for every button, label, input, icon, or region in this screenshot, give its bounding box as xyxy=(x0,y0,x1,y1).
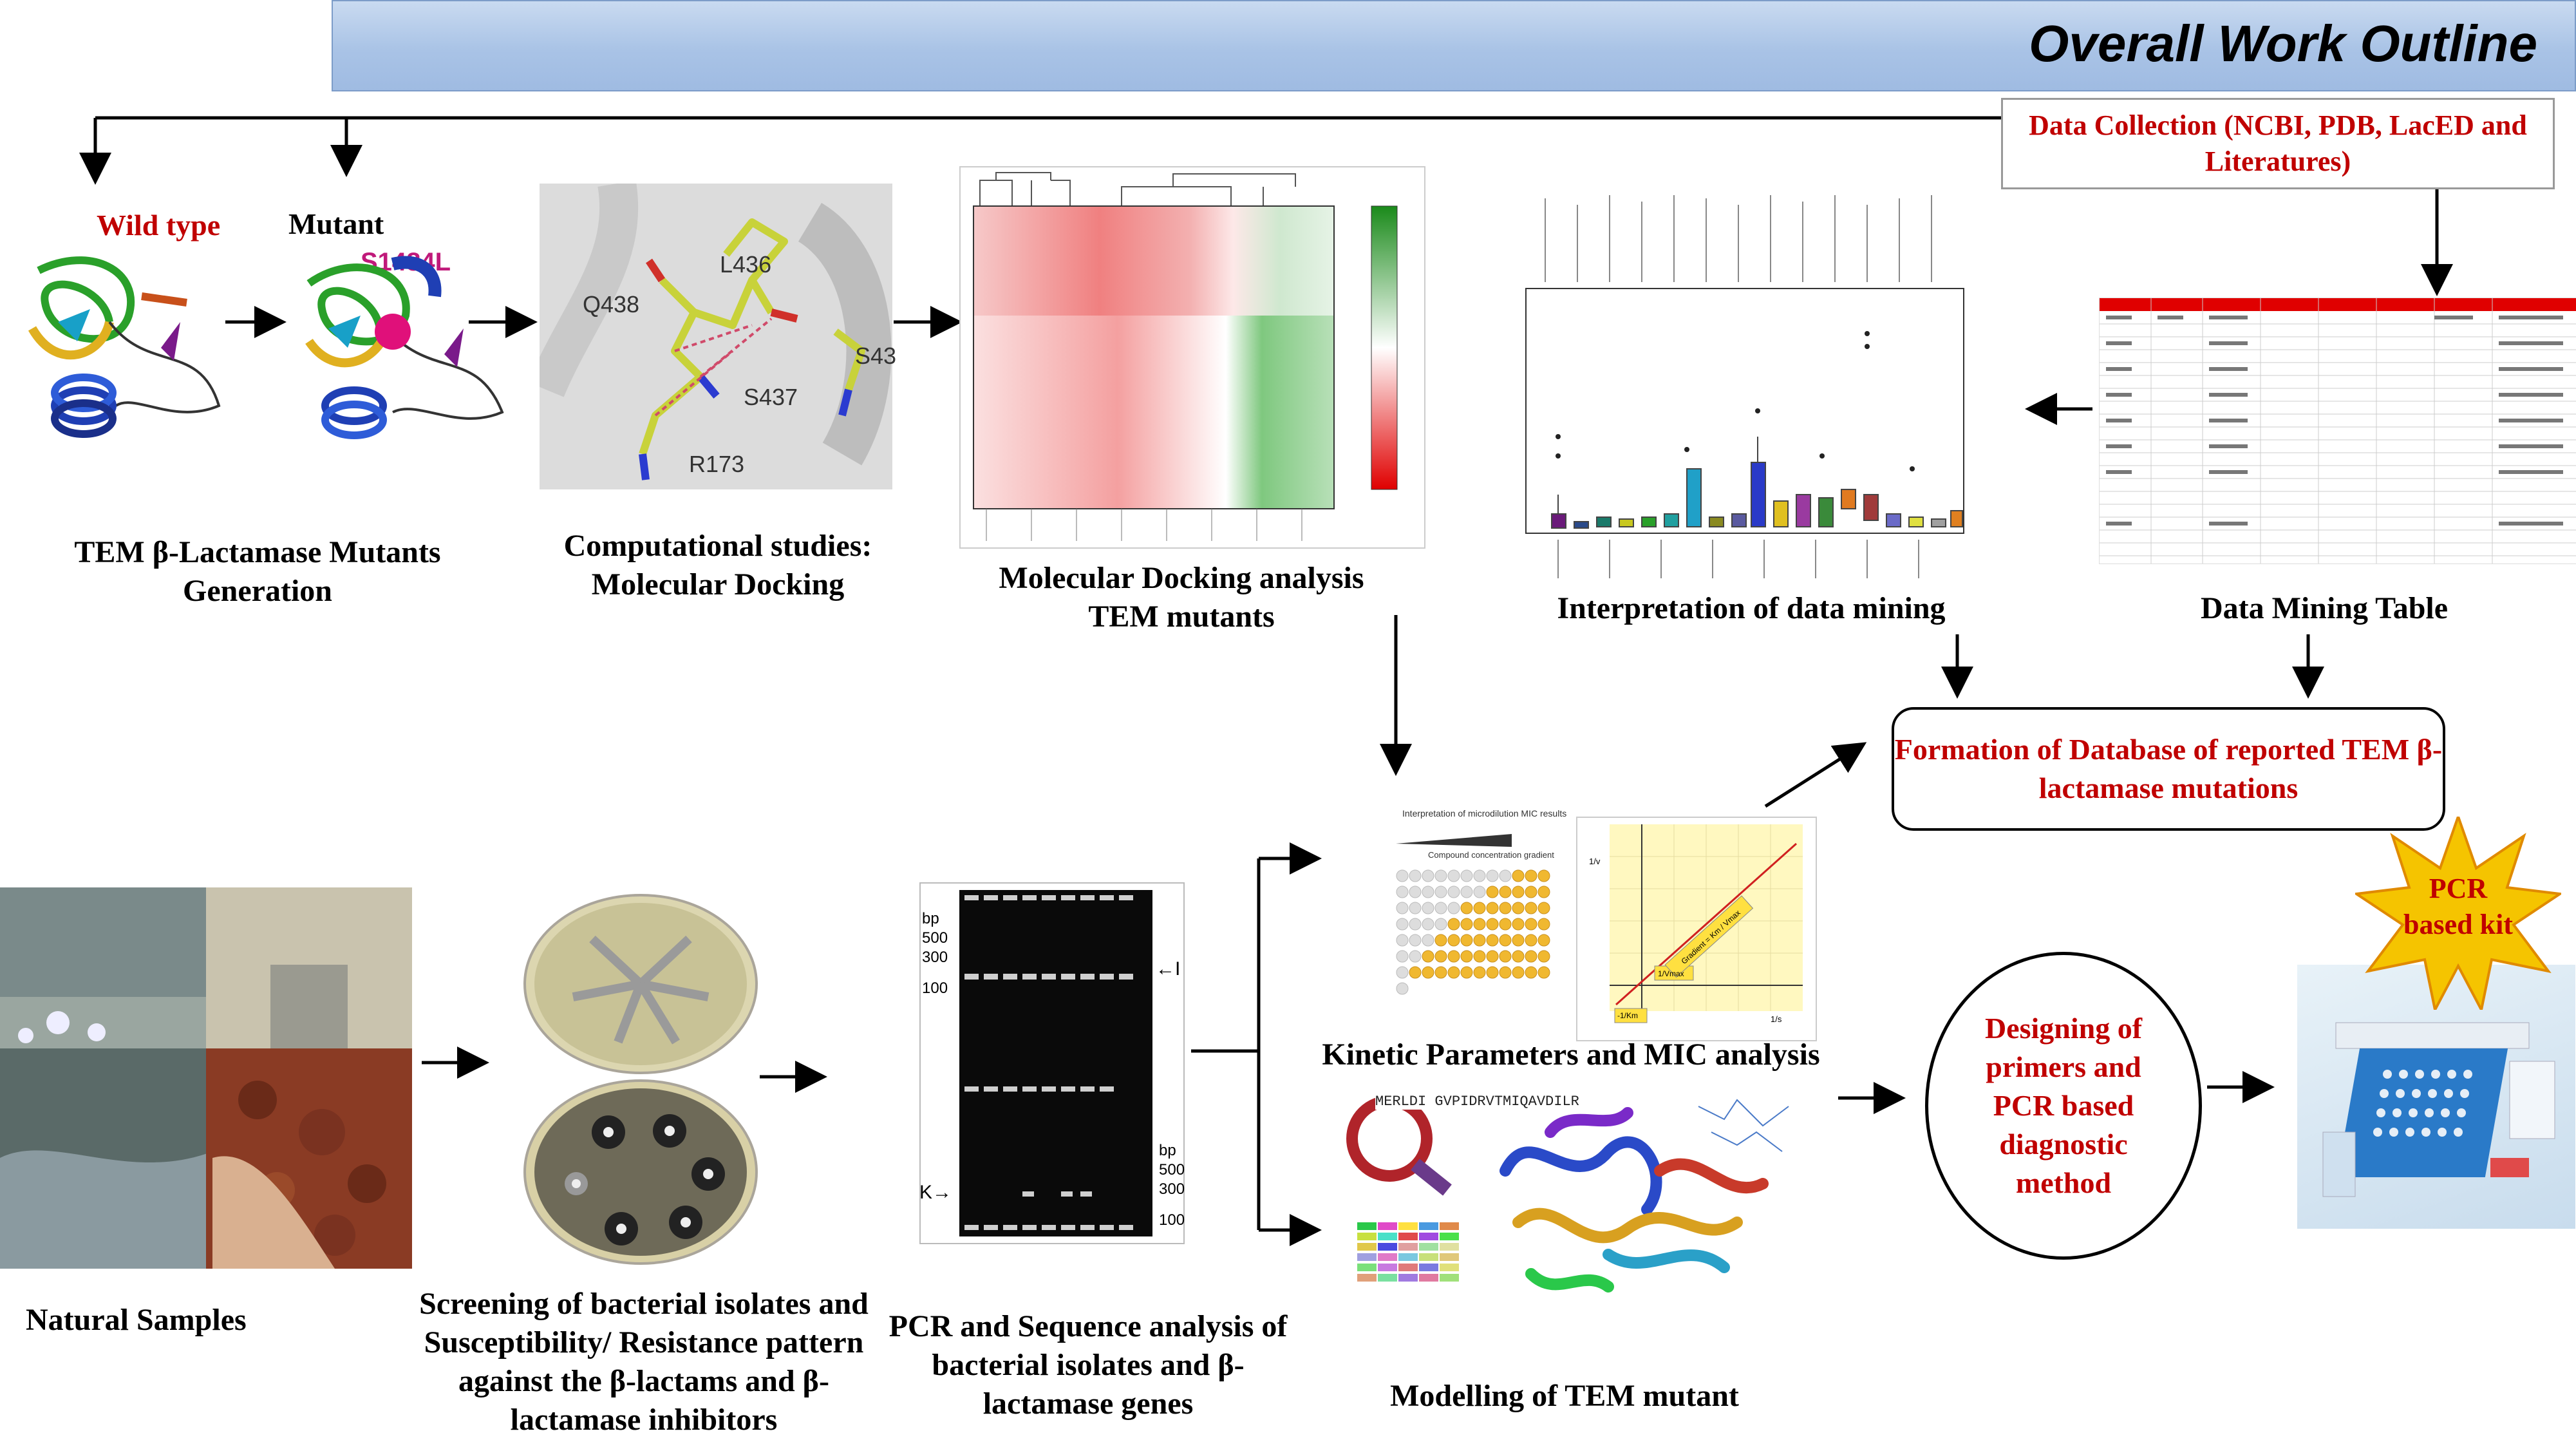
title-banner xyxy=(332,0,2576,91)
mutant-structure xyxy=(305,256,504,439)
modelling-panel: MERLDI GVPIDRVTMIQAVDILR xyxy=(1338,1094,1822,1312)
modelling-label: Modelling of TEM mutant xyxy=(1390,1379,1739,1413)
pcr-kit-star-text: PCR based kit xyxy=(2403,873,2513,940)
interpretation-label: Interpretation of data mining xyxy=(1557,591,1946,625)
designing-circle: Designing of primers and PCR based diagn… xyxy=(1925,952,2202,1260)
gel-marker-top: ←I xyxy=(1156,958,1181,980)
mutants-generation-label: TEM β-Lactamase Mutants Generation xyxy=(74,535,441,608)
plot-x-axis: 1/s xyxy=(1771,1014,1782,1024)
screening-label: Screening of bacterial isolates and Susc… xyxy=(419,1287,869,1437)
residue-l436: L436 xyxy=(720,251,772,278)
gel-image xyxy=(919,882,1185,1244)
natural-samples-photo xyxy=(0,887,412,1269)
plot-y-intercept: 1/Vmax xyxy=(1658,969,1684,978)
data-mining-table xyxy=(2099,298,2576,564)
plot-y-axis: 1/v xyxy=(1589,857,1601,866)
data-collection-text: Data Collection (NCBI, PDB, LacED and Li… xyxy=(2029,109,2527,177)
mic-plate-panel: Interpretation of microdilution MIC resu… xyxy=(1331,808,1570,1030)
boxplot-panel xyxy=(1507,192,2009,585)
database-text: Formation of Database of reported TEM β-… xyxy=(1894,733,2443,804)
pcr-kit-star xyxy=(2355,817,2561,1010)
docking-panel xyxy=(540,184,892,489)
gel-marker-bottom: K→ xyxy=(919,1182,952,1203)
residue-r173: R173 xyxy=(689,451,745,477)
residue-q438: Q438 xyxy=(583,291,640,317)
data-mining-table-label: Data Mining Table xyxy=(2200,591,2449,625)
residue-s43: S43 xyxy=(855,343,897,369)
wild-type-label: Wild type xyxy=(97,209,221,242)
computational-label: Computational studies: Molecular Docking xyxy=(563,529,872,601)
pcr-sequence-label: PCR and Sequence analysis of bacterial i… xyxy=(888,1309,1288,1421)
residue-s437: S437 xyxy=(744,384,798,410)
data-collection-box: Data Collection (NCBI, PDB, LacED and Li… xyxy=(2001,98,2555,189)
designing-text: Designing of primers and PCR based diagn… xyxy=(1984,1012,2143,1199)
mic-title: Interpretation of microdilution MIC resu… xyxy=(1402,808,1567,819)
docking-analysis-label: Molecular Docking analysis TEM mutants xyxy=(999,561,1364,634)
plot-x-intercept: -1/Km xyxy=(1617,1011,1639,1020)
wild-type-structure xyxy=(28,256,221,438)
mutant-label: Mutant xyxy=(288,207,384,240)
sequence-snippet: MERLDI GVPIDRVTMIQAVDILR xyxy=(1375,1094,1579,1110)
database-box: Formation of Database of reported TEM β-… xyxy=(1892,707,2445,831)
natural-samples-label: Natural Samples xyxy=(26,1303,247,1337)
lineweaver-plot: 1/v 1/s 1/Vmax -1/Km Gradient = Km / Vma… xyxy=(1576,817,1817,1041)
petri-dishes xyxy=(522,894,760,1266)
mic-gradient-label: Compound concentration gradient xyxy=(1428,850,1554,860)
kinetic-label: Kinetic Parameters and MIC analysis xyxy=(1322,1037,1820,1072)
heatmap-panel xyxy=(959,166,1425,549)
page-title: Overall Work Outline xyxy=(2029,15,2537,72)
